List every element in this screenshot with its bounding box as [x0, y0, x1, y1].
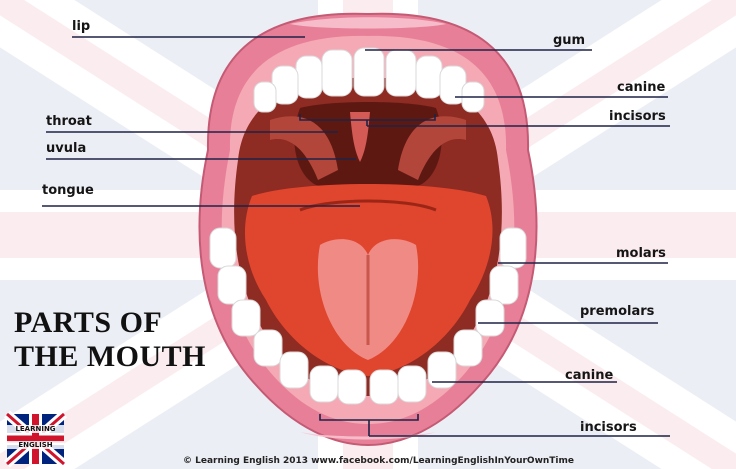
uvula: [350, 112, 370, 162]
label-lip: lip: [72, 19, 91, 34]
label-throat: throat: [46, 114, 92, 129]
title-line-1: PARTS OF: [14, 306, 163, 339]
label-uvula: uvula: [46, 141, 87, 156]
label-tongue: tongue: [42, 183, 94, 198]
lower-lip-highlight: [300, 432, 436, 440]
title-line-2: THE MOUTH: [14, 340, 207, 373]
upper-teeth: [253, 47, 485, 113]
label-molars: molars: [616, 246, 666, 261]
leader-lines: [42, 36, 670, 437]
logo-flag: [4, 410, 67, 468]
palate-arch-right: [398, 116, 466, 180]
lip-highlight: [290, 17, 446, 29]
label-canine-bottom: canine: [565, 368, 614, 383]
lower-teeth: [209, 227, 527, 405]
diagram-title: PARTS OF THE MOUTH: [14, 306, 206, 374]
label-incisors-bottom: incisors: [580, 420, 637, 435]
label-incisors-top: incisors: [609, 109, 666, 124]
label-premolars: premolars: [580, 304, 655, 319]
label-gum: gum: [553, 33, 586, 48]
logo-text-english: ENGLISH: [7, 441, 64, 449]
footer-credit: © Learning English 2013 www.facebook.com…: [183, 456, 574, 466]
label-canine-top: canine: [617, 80, 666, 95]
logo-text-learning: LEARNING: [7, 425, 64, 433]
